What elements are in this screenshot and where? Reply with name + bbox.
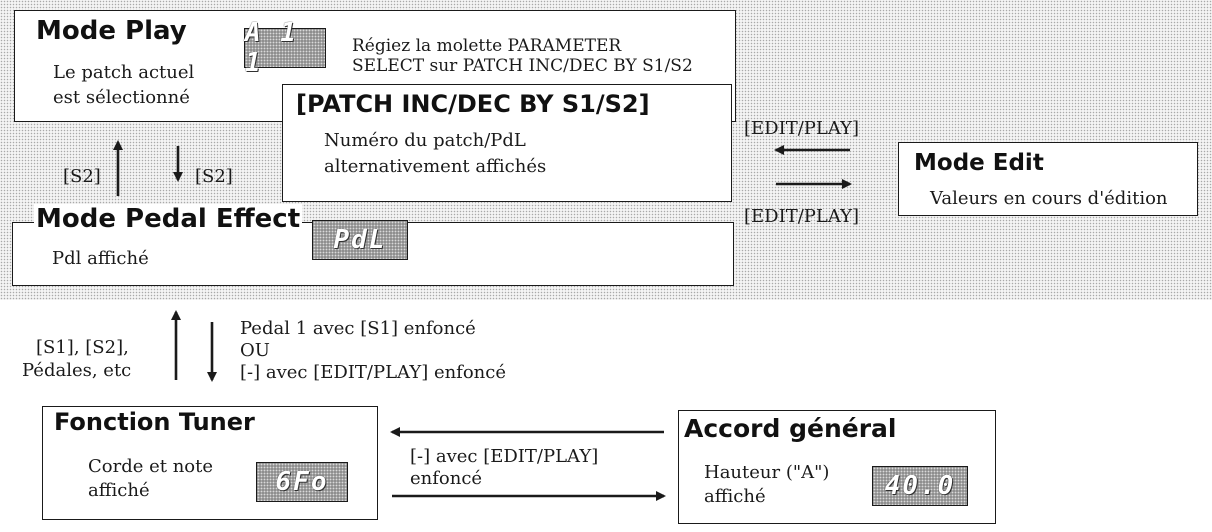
pedal-transition-left-1: [S1], [S2], [36,337,129,358]
patch-inc-box [282,84,732,202]
pedal-transition-right-2: OU [240,340,270,361]
mode-edit-box [898,142,1198,216]
mode-play-line2: est sélectionné [53,87,190,108]
accord-line2: affiché [704,486,766,507]
mode-play-instruction-1: Régiez la molette PARAMETER [352,36,622,56]
tuner-display: 6Fo [256,462,348,502]
tuner-transition-line1: [-] avec [EDIT/PLAY] [410,446,599,467]
tuner-line1: Corde et note [88,456,214,477]
mode-play-title: Mode Play [36,16,187,46]
patch-inc-title: [PATCH INC/DEC BY S1/S2] [296,90,650,118]
mode-play-line1: Le patch actuel [53,62,195,83]
accord-title: Accord général [684,414,897,443]
s2-label-right: [S2] [195,166,233,187]
pedal-transition-left-2: Pédales, etc [22,360,132,381]
edit-play-label-bottom: [EDIT/PLAY] [744,206,860,227]
mode-edit-line1: Valeurs en cours d'édition [930,188,1168,209]
tuner-transition-line2: enfoncé [410,468,483,489]
mode-play-instruction-2: SELECT sur PATCH INC/DEC BY S1/S2 [352,56,693,76]
tuner-title: Fonction Tuner [54,408,255,436]
pedal-effect-display: PdL [312,220,408,260]
patch-inc-line1: Numéro du patch/PdL [324,130,526,151]
patch-inc-line2: alternativement affichés [324,156,547,177]
mode-edit-title: Mode Edit [914,150,1044,176]
pedal-effect-title: Mode Pedal Effect [34,204,303,234]
accord-line1: Hauteur ("A") [704,462,830,483]
pedal-transition-right-3: [-] avec [EDIT/PLAY] enfoncé [240,362,507,383]
edit-play-label-top: [EDIT/PLAY] [744,118,860,139]
pedal-transition-right-1: Pedal 1 avec [S1] enfoncé [240,318,476,339]
tuner-line2: affiché [88,480,150,501]
pedal-effect-line1: Pdl affiché [52,248,149,269]
accord-display: 40.0 [872,466,968,506]
s2-label-left: [S2] [63,166,101,187]
